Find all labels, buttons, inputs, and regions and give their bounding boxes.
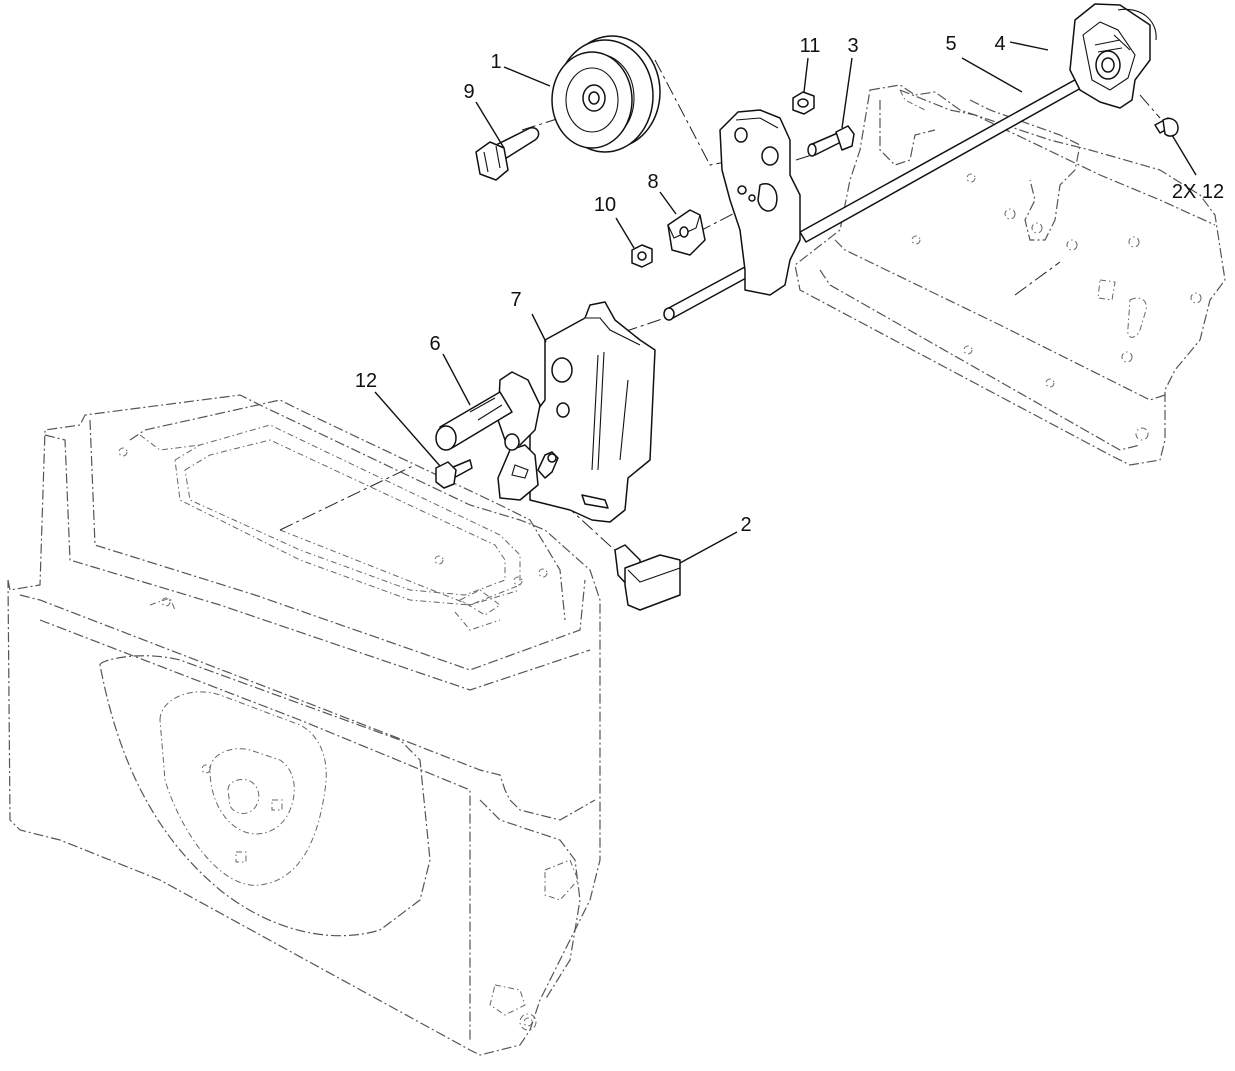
pivot-spacer-part-6 xyxy=(435,371,541,451)
idler-bracket-upper xyxy=(719,109,801,296)
callout-labels: 1 2 3 4 5 6 7 8 9 10 11 12 2X 12 xyxy=(355,33,1224,536)
callout-9: 9 xyxy=(463,81,474,103)
callout-10: 10 xyxy=(594,194,616,216)
housing-ghost xyxy=(7,394,601,1056)
cam-block-part-8 xyxy=(667,209,706,256)
flange-bolt-part-12 xyxy=(435,459,473,489)
callout-7: 7 xyxy=(510,289,521,311)
bearing-bracket-part-4 xyxy=(1069,3,1157,109)
grease-fitting xyxy=(537,451,559,479)
leader-lines xyxy=(374,41,1197,564)
callout-4: 4 xyxy=(994,33,1005,55)
flange-bolt-2x12 xyxy=(1154,117,1179,137)
nut-part-11 xyxy=(792,91,815,115)
callout-12: 12 xyxy=(355,370,377,392)
callout-5: 5 xyxy=(945,33,956,55)
callout-8: 8 xyxy=(647,171,658,193)
callout-2x-12: 2X 12 xyxy=(1172,181,1224,203)
chassis-panel-ghost xyxy=(794,84,1226,466)
shoulder-bolt-part-3 xyxy=(807,125,855,157)
callout-6: 6 xyxy=(429,333,440,355)
pulley-part-1 xyxy=(551,35,661,153)
callout-3: 3 xyxy=(847,35,858,57)
nut-part-10 xyxy=(631,244,653,268)
callout-1: 1 xyxy=(490,51,501,73)
hex-bolt-part-9 xyxy=(475,126,540,181)
lever-bracket-part-7 xyxy=(497,301,656,523)
callout-2: 2 xyxy=(740,514,751,536)
callout-11: 11 xyxy=(800,35,821,57)
knob-part-2 xyxy=(614,544,681,611)
